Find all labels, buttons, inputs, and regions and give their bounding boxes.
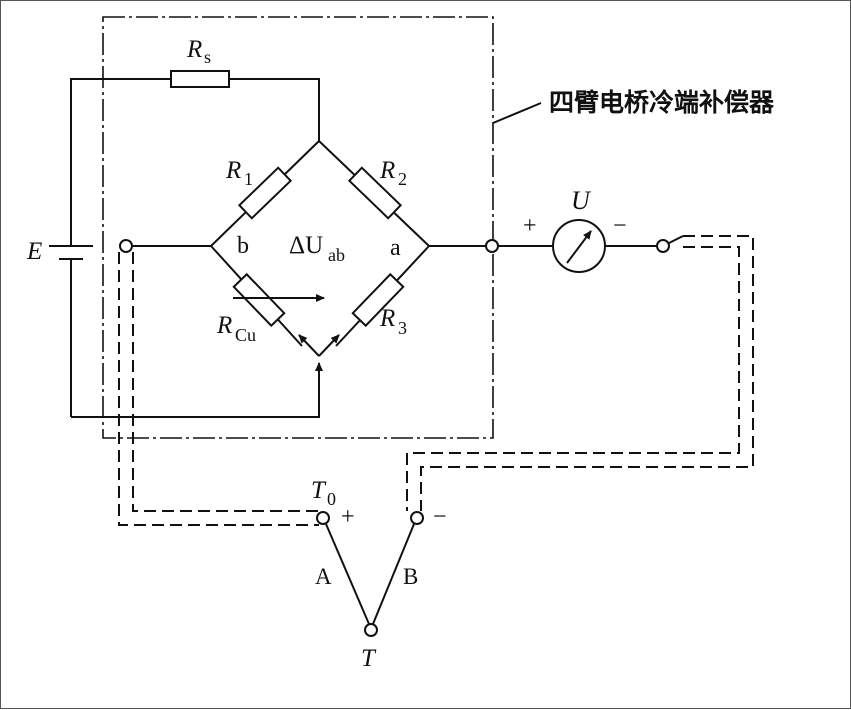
comp-wire-right-outer bbox=[420, 235, 754, 511]
resistor-rcu bbox=[232, 272, 286, 328]
resistor-rs bbox=[170, 70, 230, 88]
bottom-wire bbox=[71, 363, 320, 418]
terminal-meter-out bbox=[656, 239, 670, 253]
terminal-left bbox=[119, 239, 133, 253]
comp-wire-left-inner bbox=[132, 252, 319, 512]
label-r3: R bbox=[379, 305, 395, 332]
bridge-arrow-left bbox=[298, 334, 320, 357]
compensator-title: 四臂电桥冷端补偿器 bbox=[549, 88, 775, 117]
label-wire-b: B bbox=[403, 564, 418, 589]
label-junction-plus: + bbox=[341, 504, 355, 530]
label-meter-plus: + bbox=[523, 213, 537, 239]
label-node-a: a bbox=[390, 235, 401, 261]
voltmeter-needle bbox=[566, 230, 592, 264]
label-rs: R bbox=[186, 36, 202, 63]
label-meter-minus: − bbox=[613, 213, 627, 239]
terminal-meter-stub bbox=[668, 235, 684, 244]
bridge-arrow-right bbox=[318, 334, 340, 357]
label-rs-sub: s bbox=[204, 47, 211, 67]
label-e: E bbox=[26, 238, 42, 265]
label-r2: R bbox=[379, 157, 395, 184]
label-u: U bbox=[571, 186, 592, 215]
comp-wire-left-outer bbox=[118, 252, 319, 526]
cold-junction-right bbox=[410, 511, 424, 525]
label-r2-sub: 2 bbox=[398, 169, 407, 189]
label-delta-u: ΔU bbox=[289, 232, 323, 259]
label-t0-sub: 0 bbox=[327, 489, 336, 509]
resistor-r1 bbox=[237, 166, 293, 220]
title-leader bbox=[492, 102, 542, 124]
resistor-r2 bbox=[347, 166, 403, 220]
hot-junction bbox=[364, 623, 378, 637]
label-r3-sub: 3 bbox=[398, 318, 407, 338]
label-rcu: R bbox=[216, 312, 232, 339]
comp-wire-right-inner bbox=[406, 246, 740, 511]
label-r1-sub: 1 bbox=[244, 169, 253, 189]
label-rcu-sub: Cu bbox=[235, 325, 256, 345]
cold-junction-left bbox=[316, 511, 330, 525]
rs-wire-right bbox=[229, 78, 320, 141]
compensator-box bbox=[102, 16, 494, 439]
label-node-b: b bbox=[237, 233, 249, 259]
label-r1: R bbox=[225, 157, 241, 184]
label-t: T bbox=[361, 645, 377, 672]
thermo-wire-a bbox=[325, 523, 370, 625]
thermo-wire-b bbox=[372, 523, 415, 625]
rs-wire bbox=[70, 78, 171, 236]
label-junction-minus: − bbox=[433, 504, 447, 530]
label-t0: T bbox=[311, 477, 327, 504]
resistor-r3 bbox=[351, 272, 405, 328]
label-wire-a: A bbox=[315, 564, 332, 589]
terminal-right bbox=[485, 239, 499, 253]
label-delta-u-sub: ab bbox=[328, 245, 345, 265]
